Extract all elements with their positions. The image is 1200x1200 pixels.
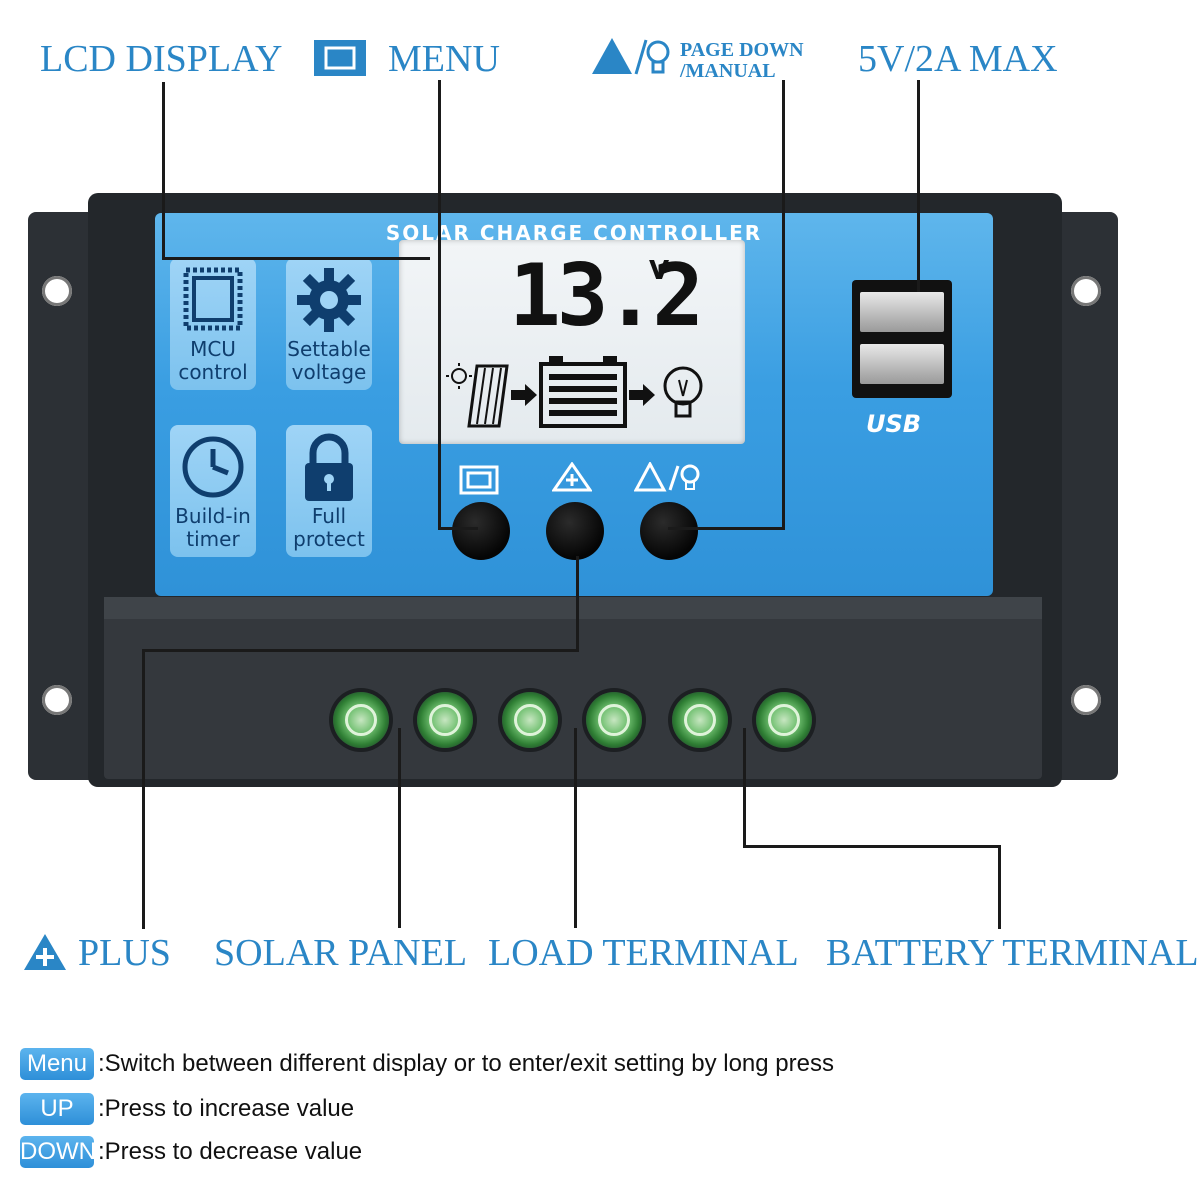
terminal-screw[interactable]	[672, 692, 728, 748]
callout-page-down: PAGE DOWN /MANUAL	[680, 39, 804, 82]
leader-battery-terminal	[998, 845, 1001, 929]
callout-menu: MENU	[388, 38, 500, 80]
terminal-screw[interactable]	[333, 692, 389, 748]
leader-menu	[438, 80, 441, 530]
menu-button-icon	[459, 465, 499, 495]
up-button[interactable]	[546, 502, 604, 560]
leader-plus	[142, 649, 145, 929]
legend-text: :Switch between different display or to …	[98, 1050, 834, 1077]
bulb-icon	[663, 366, 703, 418]
mount-hole-top-right	[1071, 276, 1101, 306]
menu-callout-icon	[314, 40, 366, 76]
callout-battery-terminal: BATTERY TERMINAL	[826, 932, 1199, 974]
leader-load-terminal	[574, 728, 577, 928]
callout-load-terminal: LOAD TERMINAL	[488, 932, 799, 974]
gear-icon	[297, 268, 361, 332]
callout-lcd-display: LCD DISPLAY	[40, 38, 283, 80]
terminal-screw[interactable]	[502, 692, 558, 748]
plus-callout-icon	[24, 934, 66, 970]
down-button[interactable]	[640, 502, 698, 560]
arrow-icon	[511, 384, 537, 406]
menu-badge: Menu	[20, 1048, 94, 1080]
mount-hole-top-left	[42, 276, 72, 306]
usb-port[interactable]	[852, 280, 952, 398]
leader-lcd-display	[162, 82, 165, 260]
sun-icon	[446, 363, 472, 389]
menu-button[interactable]	[452, 502, 510, 560]
battery-icon	[539, 356, 627, 428]
usb-label: USB	[866, 410, 922, 438]
up-button-icon	[552, 462, 592, 492]
down-badge: DOWN	[20, 1136, 96, 1168]
callout-solar-panel: SOLAR PANEL	[214, 932, 468, 974]
callout-usb-max: 5V/2A MAX	[858, 38, 1058, 80]
callout-plus: PLUS	[78, 932, 171, 974]
leader-page-down	[782, 80, 785, 530]
lcd-voltage-unit: V	[649, 256, 670, 286]
chip-icon	[183, 267, 243, 331]
lcd-voltage-reading: 13.2	[509, 246, 704, 346]
terminal-screw[interactable]	[586, 692, 642, 748]
leader-lcd-display	[162, 257, 430, 260]
leader-page-down	[668, 527, 785, 530]
clock-icon	[182, 436, 244, 498]
mount-hole-bottom-left	[42, 685, 72, 715]
up-badge: UP	[20, 1093, 94, 1125]
leader-plus	[576, 556, 579, 652]
leader-battery-terminal	[743, 728, 746, 848]
solar-panel-icon	[467, 364, 509, 428]
mount-hole-bottom-right	[1071, 685, 1101, 715]
lcd-display: 13.2 V	[399, 240, 745, 444]
down-manual-button-icon	[634, 462, 700, 492]
lock-icon	[305, 433, 353, 501]
leader-plus	[142, 649, 579, 652]
leader-battery-terminal	[743, 845, 1001, 848]
leader-usb	[917, 80, 920, 292]
terminal-screw[interactable]	[756, 692, 812, 748]
leader-solar-panel	[398, 728, 401, 928]
leader-menu	[438, 527, 478, 530]
legend-text: :Press to increase value	[98, 1095, 355, 1122]
terminal-screw[interactable]	[417, 692, 473, 748]
page-down-callout-icon	[592, 38, 670, 75]
arrow-icon	[629, 384, 655, 406]
lcd-flow-icons	[446, 356, 703, 428]
legend-text: :Press to decrease value	[98, 1138, 363, 1165]
